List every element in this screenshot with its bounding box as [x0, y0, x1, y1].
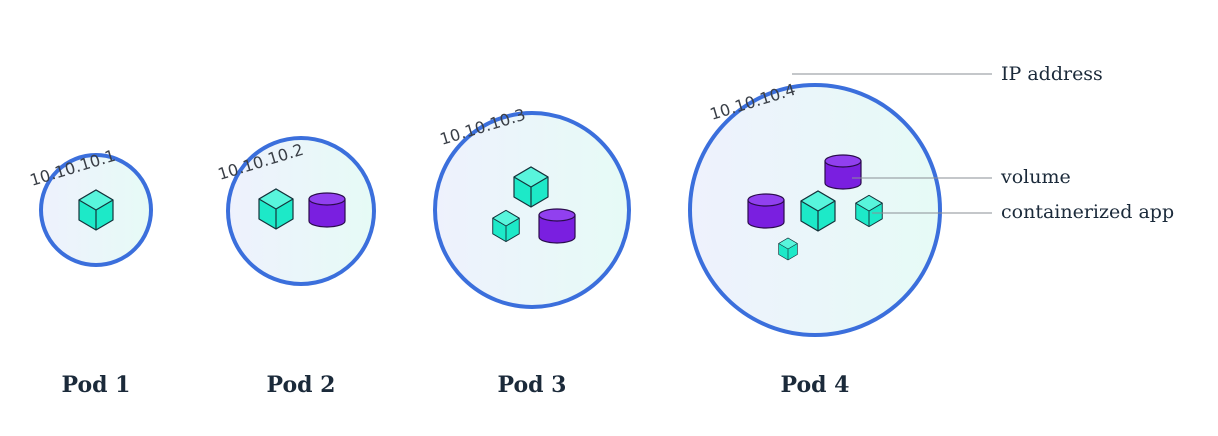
- pod-3-circle: [433, 111, 631, 309]
- volume-icon: [308, 192, 346, 228]
- pod-4: 10.10.10.4 Pod 4: [688, 80, 942, 398]
- pod-1: 10.10.10.1 Pod 1: [28, 146, 153, 398]
- pod-3-label: Pod 3: [498, 372, 567, 398]
- legend: IP address volume containerized app: [792, 63, 1174, 223]
- volume-icon: [538, 208, 576, 244]
- pod-2-circle: [226, 136, 376, 286]
- pod-2-label: Pod 2: [267, 372, 336, 398]
- volume-icon: [747, 193, 785, 229]
- volume-icon: [824, 154, 862, 190]
- pod-4-label: Pod 4: [781, 372, 850, 398]
- legend-ip-address: IP address: [1001, 63, 1103, 85]
- legend-containerized-app: containerized app: [1001, 201, 1174, 223]
- pod-1-label: Pod 1: [62, 372, 131, 398]
- legend-volume: volume: [1000, 166, 1071, 188]
- pod-3: 10.10.10.3 Pod 3: [433, 105, 631, 398]
- pod-2: 10.10.10.2 Pod 2: [216, 136, 376, 398]
